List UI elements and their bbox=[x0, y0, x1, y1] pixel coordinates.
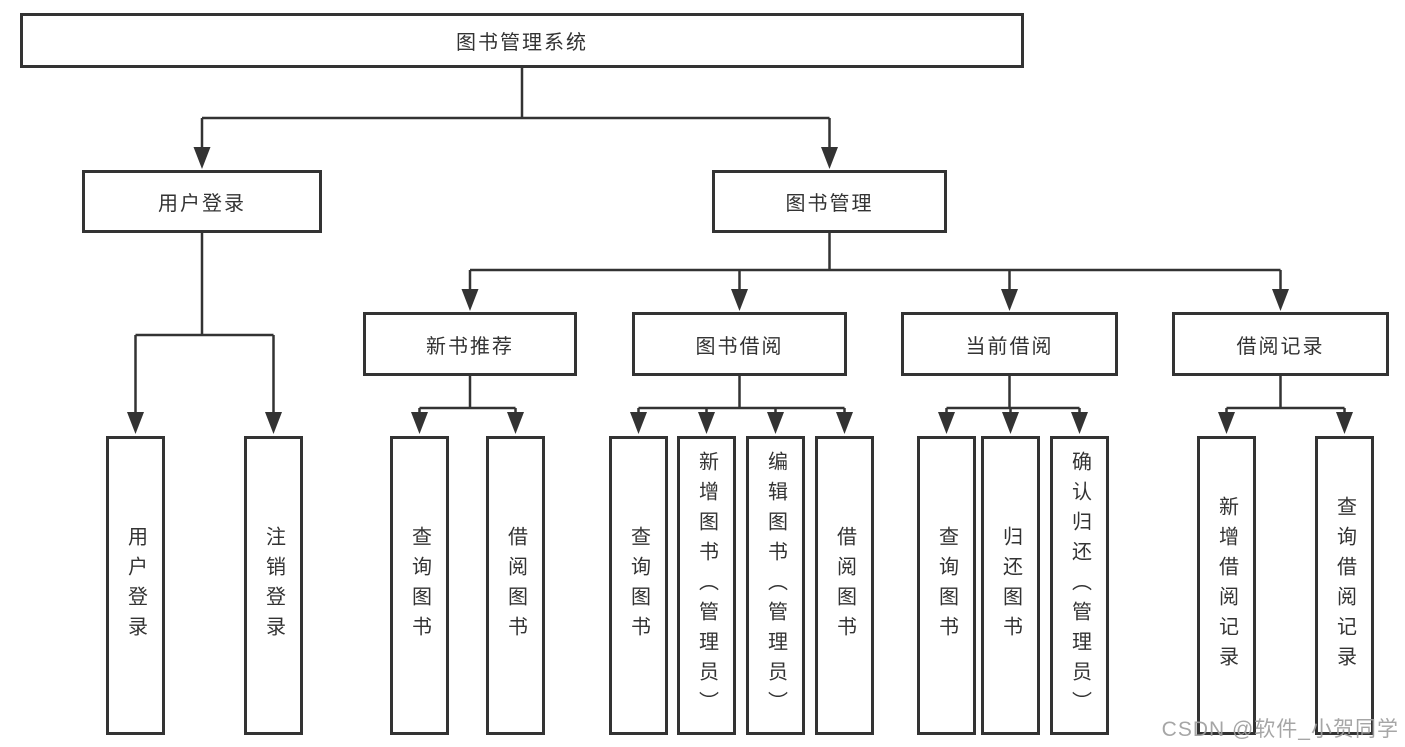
node-label: 查询图书 bbox=[935, 525, 958, 646]
node-label: 用户登录 bbox=[158, 193, 246, 215]
arrow-down-icon bbox=[461, 289, 479, 311]
node-current-borrowing: 当前借阅 bbox=[901, 312, 1118, 376]
node-label: 查询图书 bbox=[627, 525, 650, 646]
node-label: 编辑图书（管理员） bbox=[764, 450, 787, 721]
node-confirm-return-admin: 确认归还（管理员） bbox=[1050, 436, 1109, 735]
node-label: 新增图书（管理员） bbox=[695, 450, 718, 721]
arrow-down-icon bbox=[836, 412, 853, 434]
node-borrow-books: 借阅图书 bbox=[486, 436, 545, 735]
arrow-down-icon bbox=[821, 147, 838, 169]
connector-lines bbox=[134, 68, 1346, 415]
arrow-down-icon bbox=[698, 412, 715, 434]
node-add-books-admin: 新增图书（管理员） bbox=[677, 436, 736, 735]
arrow-down-icon bbox=[1071, 412, 1088, 434]
node-label: 借阅图书 bbox=[833, 525, 856, 646]
node-return-books: 归还图书 bbox=[981, 436, 1040, 735]
arrow-down-icon bbox=[1272, 289, 1289, 311]
arrow-down-icon bbox=[1002, 412, 1019, 434]
node-borrow-books: 借阅图书 bbox=[815, 436, 874, 735]
node-label: 注销登录 bbox=[262, 525, 285, 646]
node-label: 借阅图书 bbox=[504, 525, 527, 646]
node-query-borrow-record: 查询借阅记录 bbox=[1315, 436, 1374, 735]
node-user-login: 用户登录 bbox=[106, 436, 165, 735]
arrow-down-icon bbox=[767, 412, 784, 434]
node-label: 查询借阅记录 bbox=[1333, 495, 1356, 676]
arrow-down-icon bbox=[265, 412, 282, 434]
csdn-watermark: CSDN @软件_小贺同学 bbox=[1161, 718, 1399, 741]
node-label: 当前借阅 bbox=[965, 335, 1054, 358]
node-library-management-system: 图书管理系统 bbox=[20, 13, 1024, 68]
arrow-down-icon bbox=[507, 412, 524, 434]
node-book-management-branch: 图书管理 bbox=[712, 170, 947, 233]
node-label: 借阅记录 bbox=[1236, 335, 1325, 358]
node-label: 归还图书 bbox=[999, 525, 1022, 646]
node-book-borrowing: 图书借阅 bbox=[632, 312, 847, 376]
node-label: 图书管理 bbox=[785, 193, 874, 215]
node-user-login-branch: 用户登录 bbox=[82, 170, 322, 233]
node-label: 确认归还（管理员） bbox=[1068, 450, 1091, 721]
arrow-down-icon bbox=[1218, 412, 1235, 434]
node-borrowing-records: 借阅记录 bbox=[1172, 312, 1389, 376]
arrow-down-icon bbox=[938, 412, 955, 434]
node-add-borrow-record: 新增借阅记录 bbox=[1197, 436, 1256, 735]
node-label: 用户登录 bbox=[124, 525, 147, 646]
node-label: 新增借阅记录 bbox=[1215, 495, 1238, 676]
node-label: 图书借阅 bbox=[695, 335, 784, 358]
arrow-down-icon bbox=[1336, 412, 1353, 434]
arrow-down-icon bbox=[731, 289, 748, 311]
node-logout: 注销登录 bbox=[244, 436, 303, 735]
node-query-books: 查询图书 bbox=[917, 436, 976, 735]
node-query-books: 查询图书 bbox=[390, 436, 449, 735]
node-new-book-recommendation: 新书推荐 bbox=[363, 312, 577, 376]
node-edit-books-admin: 编辑图书（管理员） bbox=[746, 436, 805, 735]
arrow-down-icon bbox=[630, 412, 647, 434]
node-query-books: 查询图书 bbox=[609, 436, 668, 735]
node-label: 查询图书 bbox=[408, 525, 431, 646]
arrow-down-icon bbox=[1001, 289, 1018, 311]
arrow-down-icon bbox=[193, 147, 211, 169]
node-label: 新书推荐 bbox=[426, 335, 514, 358]
node-label: 图书管理系统 bbox=[456, 32, 588, 54]
arrow-down-icon bbox=[411, 412, 428, 434]
arrow-down-icon bbox=[127, 412, 144, 434]
